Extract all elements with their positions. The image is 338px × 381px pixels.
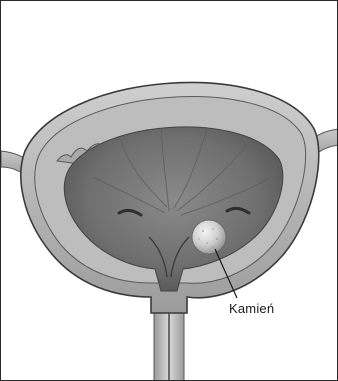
stone-callout-label: Kamień [229,301,274,316]
bladder-stone [192,220,226,254]
